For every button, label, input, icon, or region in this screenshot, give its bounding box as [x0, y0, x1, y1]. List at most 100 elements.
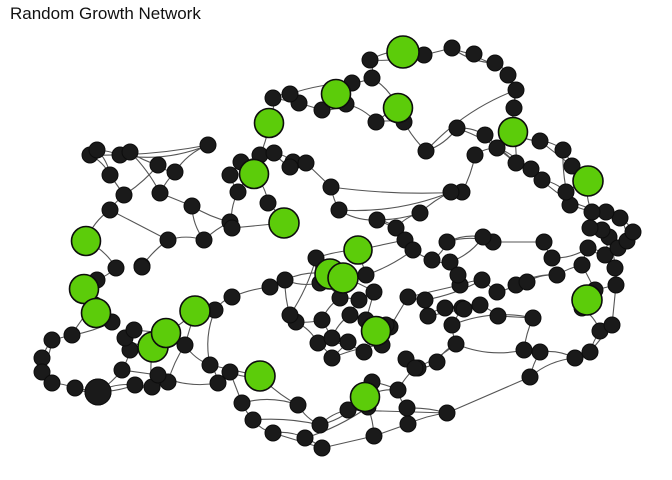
node	[330, 201, 348, 219]
node-highlighted	[572, 165, 604, 197]
node-highlighted	[70, 225, 102, 257]
node	[521, 368, 539, 386]
node	[63, 326, 81, 344]
node	[535, 233, 553, 251]
node	[507, 81, 525, 99]
node	[199, 136, 217, 154]
edge	[252, 418, 321, 426]
node	[603, 316, 621, 334]
node-highlighted	[571, 284, 603, 316]
node	[264, 89, 282, 107]
node-highlighted	[253, 107, 285, 139]
node	[522, 160, 540, 178]
node	[447, 335, 465, 353]
node-highlighted	[268, 207, 300, 239]
node	[296, 429, 314, 447]
node	[264, 424, 282, 442]
node	[339, 401, 357, 419]
node	[84, 378, 112, 406]
graph-title: Random Growth Network	[10, 4, 201, 23]
node	[455, 300, 473, 318]
node	[438, 233, 456, 251]
node	[543, 249, 561, 267]
node	[43, 331, 61, 349]
node	[398, 399, 416, 417]
node	[151, 184, 169, 202]
node	[223, 219, 241, 237]
node	[322, 178, 340, 196]
node	[221, 166, 239, 184]
node	[423, 251, 441, 269]
node-highlighted	[343, 235, 373, 265]
node	[261, 278, 279, 296]
edge	[289, 257, 317, 316]
node	[486, 54, 504, 72]
node	[361, 51, 379, 69]
node	[365, 427, 383, 445]
node	[115, 186, 133, 204]
node	[297, 154, 315, 172]
node	[149, 156, 167, 174]
node	[474, 228, 492, 246]
node-highlighted	[150, 317, 182, 349]
node-highlighted	[80, 297, 112, 329]
node	[411, 204, 429, 222]
node	[289, 396, 307, 414]
node	[531, 132, 549, 150]
node	[121, 143, 139, 161]
node	[101, 166, 119, 184]
node	[399, 288, 417, 306]
node	[579, 239, 597, 257]
node	[387, 219, 405, 237]
node	[573, 256, 591, 274]
node-highlighted	[244, 360, 276, 392]
node	[389, 381, 407, 399]
node	[515, 341, 533, 359]
node	[505, 99, 523, 117]
node	[436, 299, 454, 317]
node	[159, 231, 177, 249]
node	[428, 353, 446, 371]
node	[244, 411, 262, 429]
node	[201, 356, 219, 374]
node	[66, 379, 84, 397]
node	[233, 394, 251, 412]
node	[581, 343, 599, 361]
node	[417, 142, 435, 160]
node	[221, 363, 239, 381]
node	[488, 283, 506, 301]
node	[313, 101, 331, 119]
node	[113, 361, 131, 379]
node	[368, 211, 386, 229]
node	[339, 333, 357, 351]
node	[281, 306, 299, 324]
node	[281, 158, 299, 176]
node	[229, 183, 247, 201]
node-highlighted	[238, 158, 270, 190]
node	[533, 171, 551, 189]
node	[107, 259, 125, 277]
node	[441, 253, 459, 271]
edge	[89, 144, 209, 156]
node	[259, 194, 277, 212]
node	[442, 183, 460, 201]
node	[33, 363, 51, 381]
node	[276, 271, 294, 289]
node	[125, 321, 143, 339]
node-highlighted	[386, 35, 420, 69]
node	[88, 141, 106, 159]
node	[365, 283, 383, 301]
node	[488, 139, 506, 157]
node	[448, 119, 466, 137]
node-highlighted	[497, 116, 529, 148]
node	[554, 141, 572, 159]
node	[518, 273, 536, 291]
edge	[330, 186, 463, 194]
node	[596, 246, 614, 264]
node	[581, 219, 599, 237]
node	[624, 223, 642, 241]
node	[149, 366, 167, 384]
node	[223, 288, 241, 306]
node-highlighted	[327, 262, 359, 294]
